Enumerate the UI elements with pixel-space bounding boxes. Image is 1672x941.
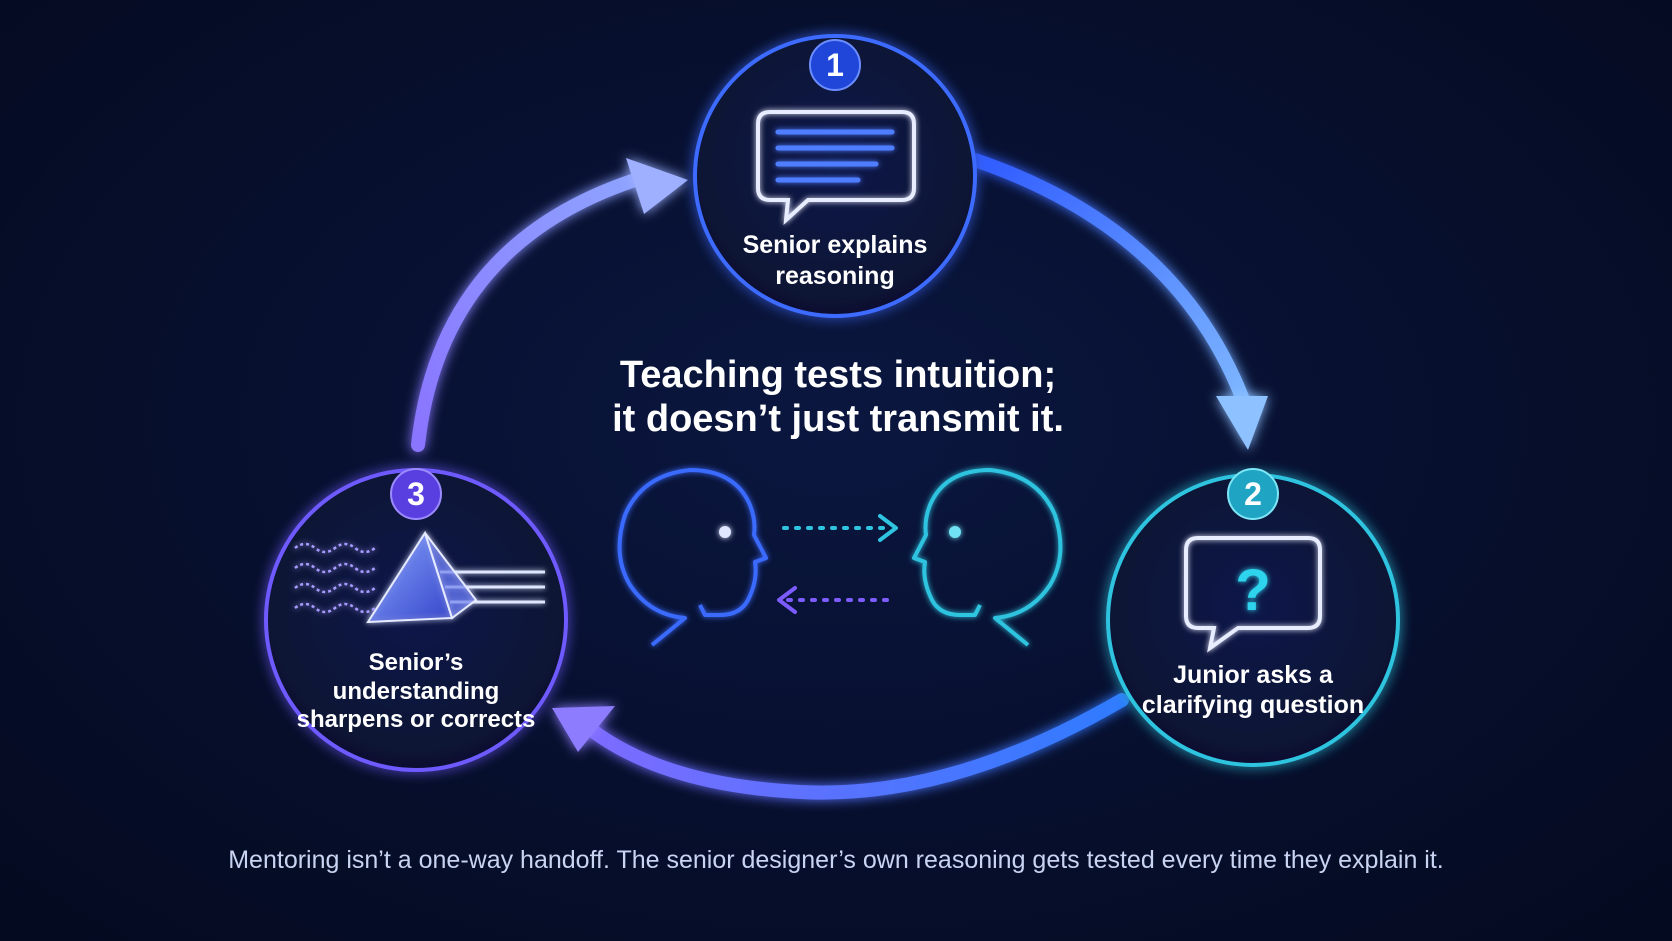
caption: Mentoring isn’t a one-way handoff. The s… [228, 846, 1444, 874]
svg-text:?: ? [1235, 558, 1270, 623]
dialogue-heads-illustration [617, 468, 1063, 647]
step-2-label-line2: clarifying question [1142, 691, 1364, 719]
arrow-step3-to-step1 [411, 173, 642, 452]
prism-icon [294, 530, 545, 624]
center-title-line2: it doesn’t just transmit it. [612, 398, 1064, 440]
arrowhead-step2 [1216, 396, 1268, 450]
step-3-label-line1: Senior’s [369, 649, 464, 676]
speech-bubble-lines-icon [756, 110, 916, 225]
arrow-step2-to-step3 [578, 693, 1129, 800]
step-2-label-line1: Junior asks a [1173, 661, 1334, 689]
dotted-arrow-left [777, 586, 897, 614]
step-3-node: 3 Senior’s understanding sharpens or cor… [264, 468, 568, 772]
step-1-node: 1 Senior explains reasoning [693, 34, 977, 318]
step-3-label-line3: sharpens or corrects [297, 706, 536, 733]
step-3-label-line2: understanding [333, 678, 500, 705]
step-1-number: 1 [826, 47, 844, 83]
step-3-number: 3 [407, 476, 425, 512]
step-3-badge [390, 468, 442, 520]
arrow-step1-to-step2 [968, 153, 1252, 412]
arrowhead-step1 [626, 158, 688, 214]
step-1-badge [809, 39, 861, 91]
step-2-node: 2 ? Junior asks a clarifying question [1106, 468, 1400, 767]
step-1-label-line2: reasoning [775, 262, 894, 290]
step-2-badge [1227, 468, 1279, 520]
senior-head-icon [617, 468, 768, 647]
step-2-number: 2 [1244, 476, 1262, 512]
arrowhead-step3 [552, 706, 615, 752]
step-1-label-line1: Senior explains [743, 231, 928, 259]
center-title-line1: Teaching tests intuition; [620, 354, 1056, 396]
cycle-arrows [411, 153, 1268, 800]
question-bubble-icon: ? [1184, 536, 1322, 653]
junior-head-icon [912, 468, 1063, 647]
dotted-arrow-right [782, 514, 898, 542]
